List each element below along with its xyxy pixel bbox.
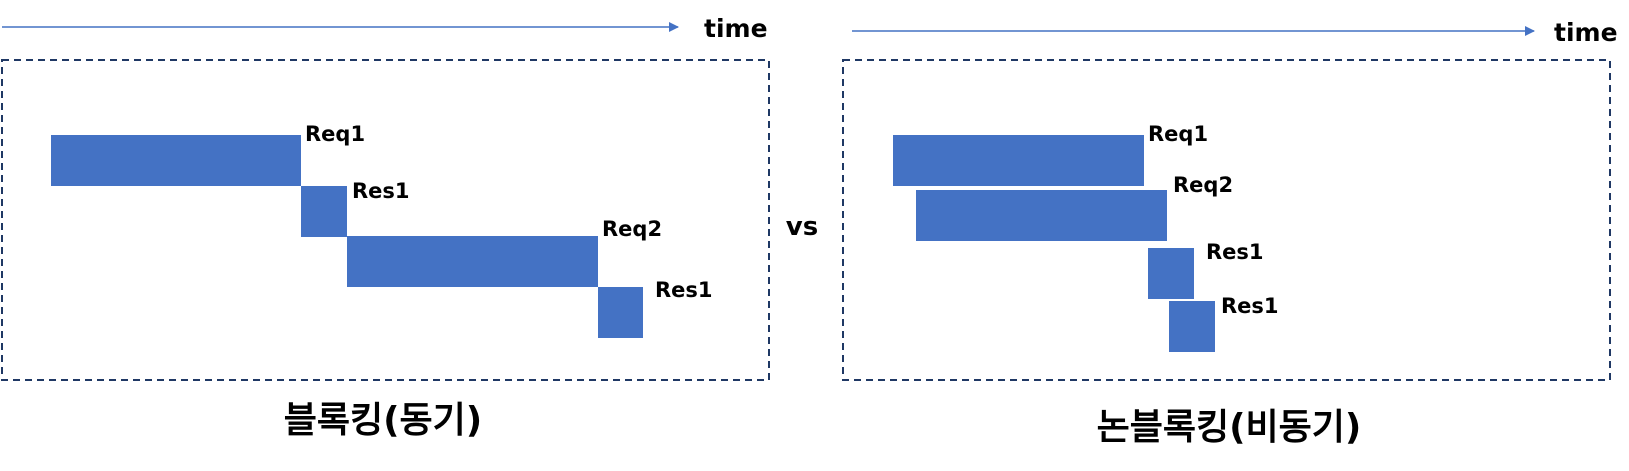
timeline-frame bbox=[1, 59, 770, 381]
panel-caption: 블록킹(동기) bbox=[284, 400, 483, 441]
request-bar bbox=[893, 135, 1144, 186]
response-label: Res1 bbox=[1221, 294, 1279, 318]
vs-label: vs bbox=[786, 212, 818, 242]
response-label: Res1 bbox=[1206, 240, 1264, 264]
request-label: Req2 bbox=[602, 217, 662, 241]
request-bar bbox=[51, 135, 301, 186]
nonblocking-panel: time Req1 Req2 Res1 Res1 논블록킹(비동기) bbox=[842, 18, 1618, 448]
time-label: time bbox=[1554, 18, 1618, 47]
request-label: Req1 bbox=[305, 122, 365, 146]
response-label: Res1 bbox=[655, 278, 713, 302]
response-bar bbox=[1148, 248, 1194, 299]
response-bar bbox=[598, 287, 643, 338]
request-bar bbox=[347, 236, 598, 287]
time-label: time bbox=[704, 14, 768, 43]
request-label: Req1 bbox=[1148, 122, 1208, 146]
timeline-frame bbox=[842, 59, 1611, 381]
request-label: Req2 bbox=[1173, 173, 1233, 197]
blocking-panel: time Req1 Res1 Req2 Res1 블록킹(동기) bbox=[1, 14, 770, 441]
request-bar bbox=[916, 190, 1167, 241]
panel-caption: 논블록킹(비동기) bbox=[1097, 407, 1362, 448]
response-label: Res1 bbox=[352, 179, 410, 203]
response-bar bbox=[1169, 301, 1215, 352]
response-bar bbox=[301, 186, 347, 237]
